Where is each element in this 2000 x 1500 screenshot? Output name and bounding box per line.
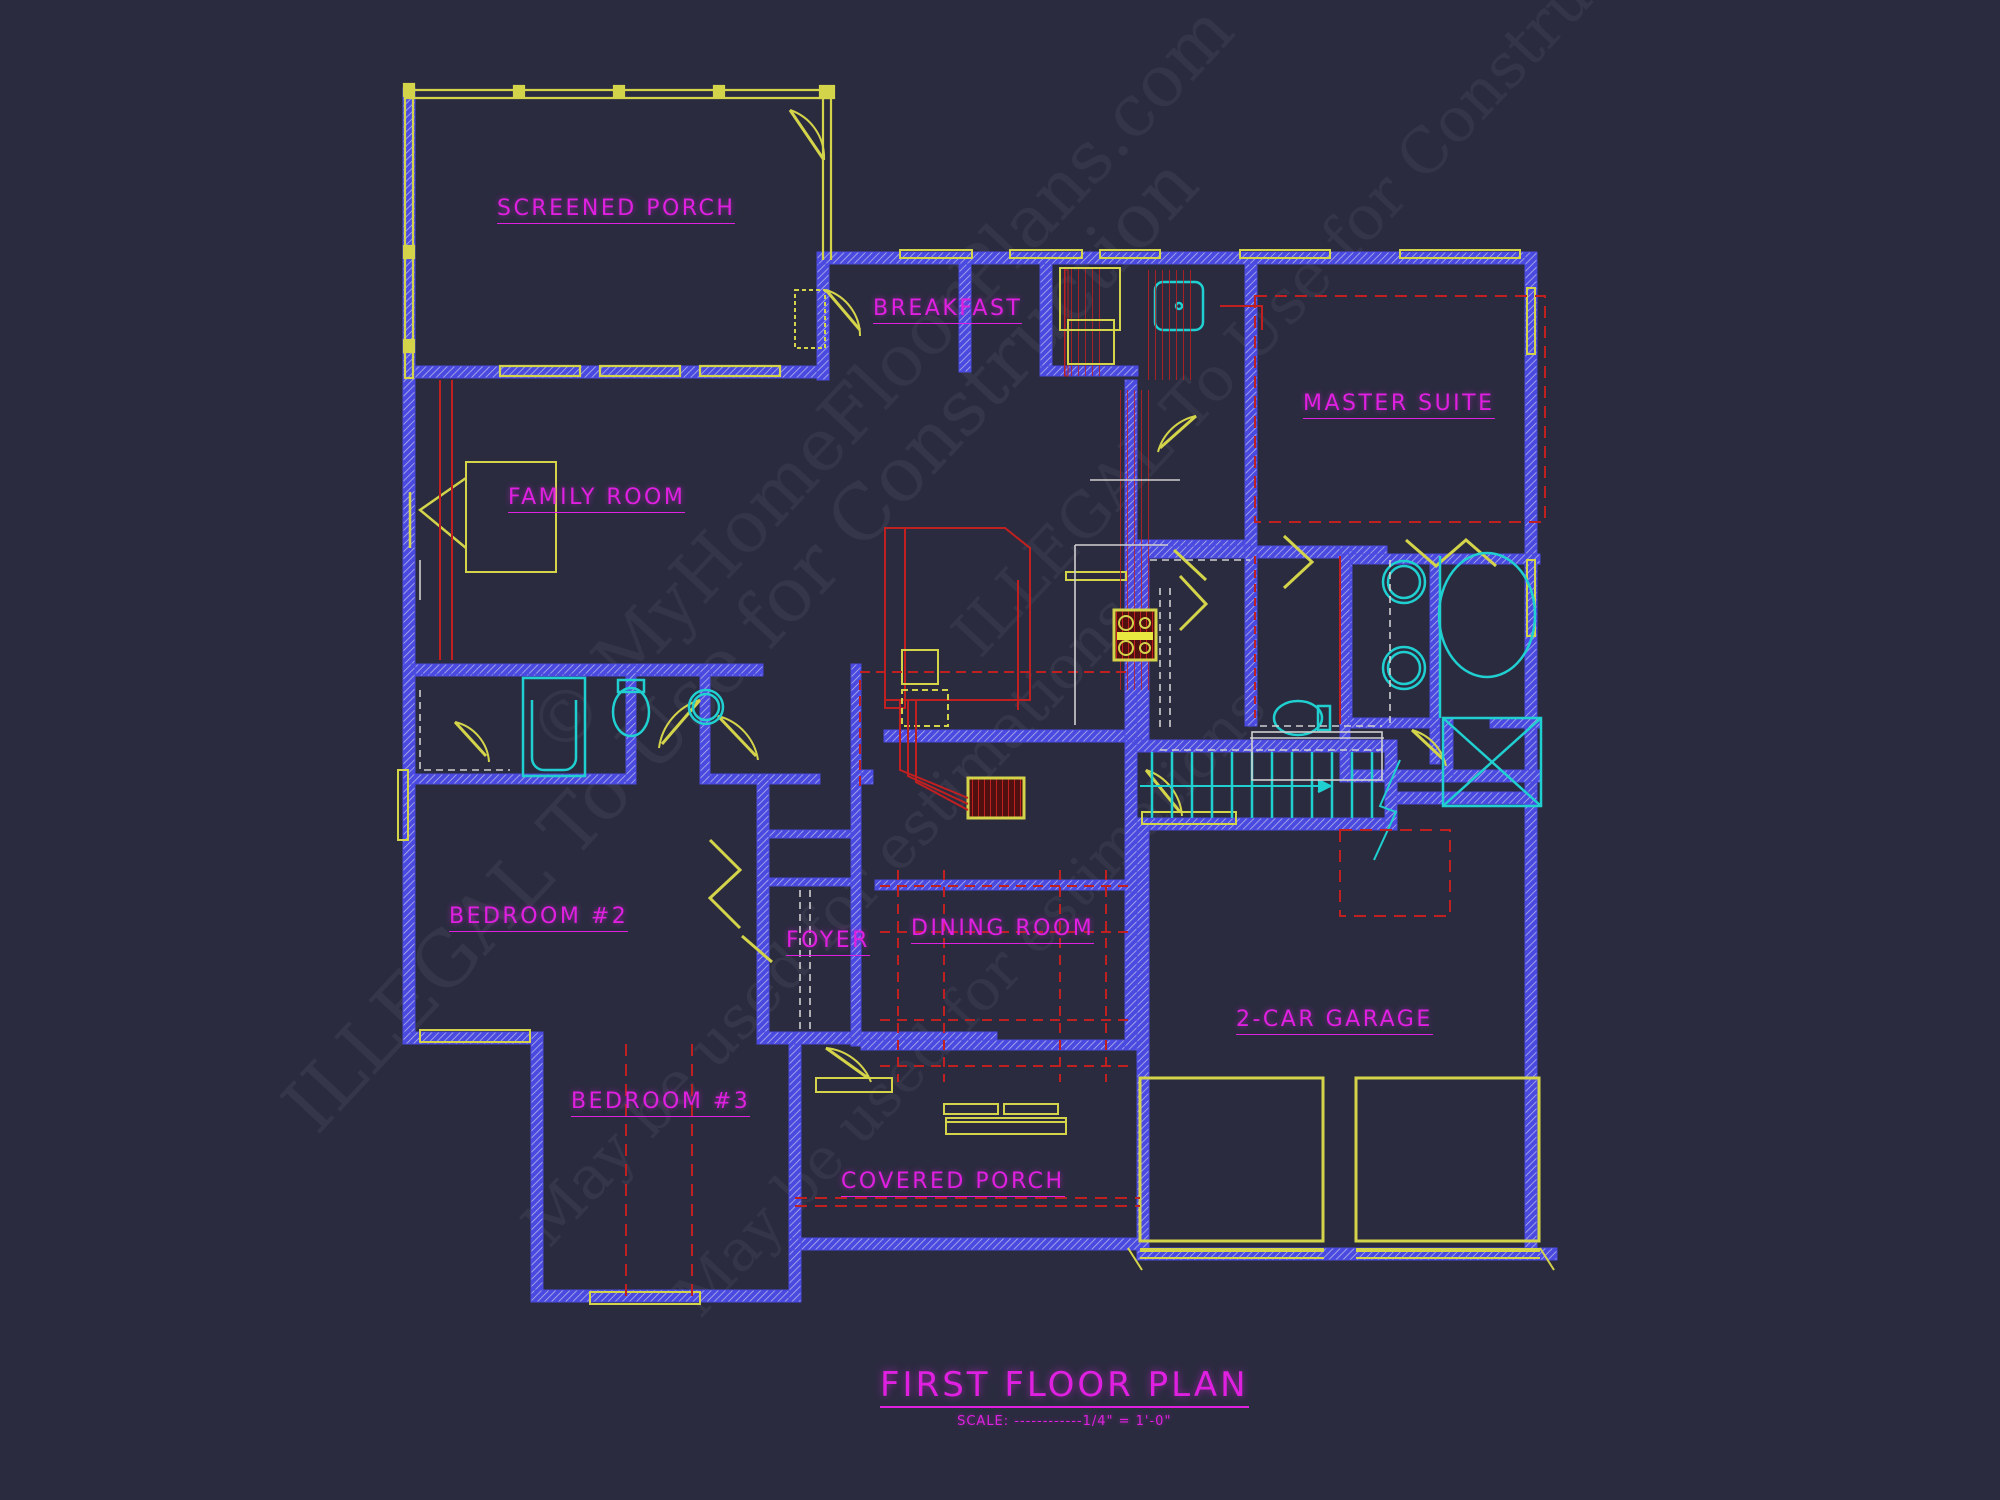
hall-tub xyxy=(521,676,587,778)
stairs xyxy=(1140,752,1401,861)
room-label-garage: 2-CAR GARAGE xyxy=(1236,1009,1433,1035)
plumbing-fixtures xyxy=(521,280,1543,861)
room-label-breakfast: BREAKFAST xyxy=(873,298,1023,324)
title-block: FIRST FLOOR PLAN SCALE: ------------1/4"… xyxy=(880,1368,1249,1429)
garage-bays xyxy=(1127,1076,1555,1271)
cabinetry-and-hidden-lines xyxy=(419,267,1546,1296)
hall-toilet xyxy=(611,686,651,738)
garage-bay-1 xyxy=(1138,1076,1325,1243)
svg-text:May be used for estimations: May be used for estimations xyxy=(661,673,1280,1329)
room-label-family-room: FAMILY ROOM xyxy=(508,487,686,513)
plan-scale-note: SCALE: ------------1/4" = 1'-0" xyxy=(957,1414,1172,1429)
hall-sink xyxy=(687,688,725,726)
svg-text:ILLEGAL To Use for Constructio: ILLEGAL To Use for Construction xyxy=(938,0,1713,670)
master-tub xyxy=(1437,551,1537,679)
room-label-bedroom-3: BEDROOM #3 xyxy=(571,1091,751,1117)
plan-title: FIRST FLOOR PLAN xyxy=(880,1368,1249,1408)
screened-porch-rails xyxy=(402,82,836,380)
master-sink-1 xyxy=(1381,559,1427,605)
garage-bay-2 xyxy=(1354,1076,1541,1243)
master-sink-2 xyxy=(1381,645,1427,691)
master-toilet xyxy=(1272,699,1324,737)
room-label-screened-porch: SCREENED PORCH xyxy=(497,198,736,224)
master-shower xyxy=(1441,716,1543,808)
kitchen-range xyxy=(1112,608,1158,662)
room-label-covered-porch: COVERED PORCH xyxy=(841,1171,1065,1197)
room-label-dining-room: DINING ROOM xyxy=(911,918,1095,944)
room-label-master-suite: MASTER SUITE xyxy=(1303,393,1495,419)
room-label-bedroom-2: BEDROOM #2 xyxy=(449,906,629,932)
room-label-foyer: FOYER xyxy=(786,930,870,956)
